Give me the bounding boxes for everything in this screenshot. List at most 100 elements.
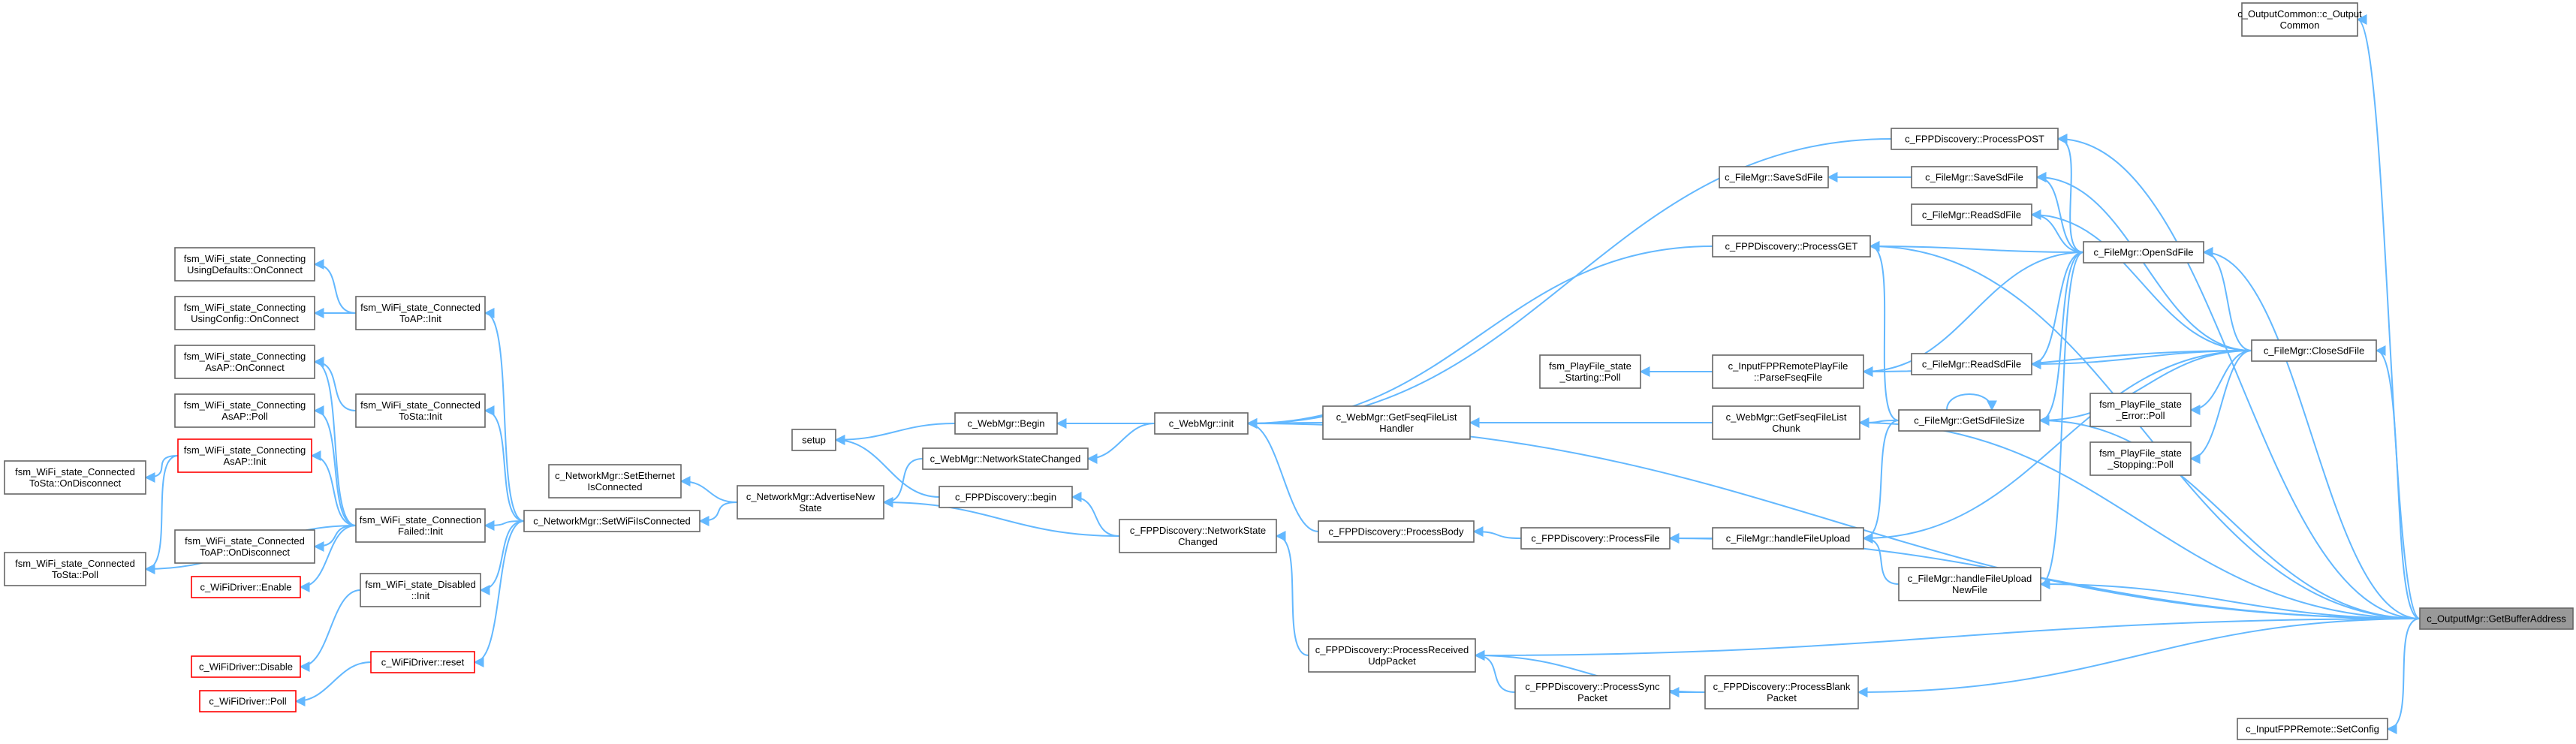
node-label-line: c_InputFPPRemotePlayFile bbox=[1728, 360, 1848, 372]
node-startingpoll[interactable]: fsm_PlayFile_state_Starting::Poll bbox=[1539, 354, 1641, 389]
node-netstatechanged[interactable]: c_WebMgr::NetworkStateChanged bbox=[922, 447, 1089, 470]
edge-n_disabledinit-to-n_setwifi bbox=[479, 520, 525, 595]
node-label-line: Packet bbox=[1577, 692, 1607, 703]
node-setwifi[interactable]: c_NetworkMgr::SetWiFiIsConnected bbox=[523, 510, 700, 532]
node-box bbox=[177, 438, 312, 473]
node-playerror[interactable]: fsm_PlayFile_state_Error::Poll bbox=[2089, 393, 2192, 427]
edge-n_processbody-to-n_processfile bbox=[1472, 526, 1522, 539]
node-handlefileupload[interactable]: c_FileMgr::handleFileUpload bbox=[1712, 527, 1864, 550]
node-label-line: c_NetworkMgr::SetEthernet bbox=[555, 470, 675, 481]
edge-n_processpost-to-n_getbufferaddress bbox=[2056, 134, 2421, 619]
node-savesdfile1[interactable]: c_FileMgr::SaveSdFile bbox=[1719, 166, 1829, 188]
node-readsdfile2[interactable]: c_FileMgr::ReadSdFile bbox=[1911, 353, 2032, 375]
node-box bbox=[2089, 393, 2192, 427]
node-getbufferaddress[interactable]: c_OutputMgr::GetBufferAddress bbox=[2419, 607, 2574, 630]
node-savesdfile2[interactable]: c_FileMgr::SaveSdFile bbox=[1911, 166, 2038, 188]
node-processbody[interactable]: c_FPPDiscovery::ProcessBody bbox=[1318, 520, 1475, 543]
node-setup[interactable]: setup bbox=[791, 429, 836, 451]
node-processfile[interactable]: c_FPPDiscovery::ProcessFile bbox=[1520, 527, 1671, 550]
node-webmgrinit[interactable]: c_WebMgr::init bbox=[1154, 412, 1249, 435]
node-setconfig[interactable]: c_InputFPPRemote::SetConfig bbox=[2237, 718, 2388, 740]
edge-n_connasappoll-to-n_connfailedinit bbox=[313, 405, 357, 526]
node-label-line: State bbox=[799, 502, 821, 514]
node-box bbox=[1119, 519, 1277, 553]
nodes-layer: c_OutputCommon::c_OutputCommonc_FPPDisco… bbox=[4, 2, 2574, 740]
node-label-line: ToSta::Poll bbox=[52, 569, 98, 580]
node-label-line: c_WiFiDriver::reset bbox=[381, 657, 465, 668]
edge-n_outputcommon-to-n_getbufferaddress bbox=[2356, 14, 2421, 619]
node-box bbox=[2419, 607, 2574, 630]
node-webmgrbegin[interactable]: c_WebMgr::Begin bbox=[954, 412, 1058, 435]
node-fppbegin[interactable]: c_FPPDiscovery::begin bbox=[939, 486, 1073, 508]
node-processpost[interactable]: c_FPPDiscovery::ProcessPOST bbox=[1891, 128, 2059, 150]
node-wifipoll[interactable]: c_WiFiDriver::Poll bbox=[199, 690, 297, 712]
node-processget[interactable]: c_FPPDiscovery::ProcessGET bbox=[1712, 235, 1871, 258]
edge-n_handlefileupload-to-n_getsdfilesize bbox=[1862, 420, 1900, 544]
node-box bbox=[1704, 675, 1859, 709]
node-box bbox=[1322, 405, 1471, 440]
node-label-line: c_FPPDiscovery::ProcessReceived bbox=[1315, 644, 1469, 655]
node-readsdfile1[interactable]: c_FileMgr::ReadSdFile bbox=[1911, 203, 2032, 226]
edge-n_connasaponconnect-to-n_connectedtostainit bbox=[313, 357, 357, 411]
node-box bbox=[1712, 235, 1871, 258]
edge-n_handlenewfile-to-n_getbufferaddress bbox=[2039, 579, 2421, 619]
node-label-line: fsm_WiFi_state_Connection bbox=[360, 514, 482, 526]
node-wifidisable[interactable]: c_WiFiDriver::Disable bbox=[191, 655, 301, 678]
node-label-line: c_FPPDiscovery::begin bbox=[955, 492, 1056, 503]
edge-n_connasaponconnect-to-n_connfailedinit bbox=[313, 357, 357, 526]
node-toapdisconnect[interactable]: fsm_WiFi_state_ConnectedToAP::OnDisconne… bbox=[174, 529, 315, 564]
node-disabledinit[interactable]: fsm_WiFi_state_Disabled::Init bbox=[360, 573, 481, 607]
edge-n_webmgrinit-to-n_processget bbox=[1246, 245, 1713, 429]
edge-n_processget-to-n_getsdfilesize bbox=[1869, 241, 1900, 421]
node-getsdfilesize[interactable]: c_FileMgr::GetSdFileSize bbox=[1898, 409, 2041, 432]
edge-n_getsdfilesize-to-n_getbufferaddress bbox=[2038, 415, 2421, 619]
edge-n_wifienable-to-n_connfailedinit bbox=[299, 525, 357, 592]
edge-n_stadisconnect-to-n_connasapinit bbox=[144, 455, 179, 483]
node-wifireset[interactable]: c_WiFiDriver::reset bbox=[370, 651, 475, 673]
node-stadisconnect[interactable]: fsm_WiFi_state_ConnectedToSta::OnDisconn… bbox=[4, 460, 146, 495]
node-box bbox=[1318, 520, 1475, 543]
node-box bbox=[1154, 412, 1249, 435]
node-stoppingpoll[interactable]: fsm_PlayFile_state_Stopping::Poll bbox=[2089, 441, 2192, 476]
node-fppnetstate[interactable]: c_FPPDiscovery::NetworkStateChanged bbox=[1119, 519, 1277, 553]
node-parsefseq[interactable]: c_InputFPPRemotePlayFile::ParseFseqFile bbox=[1712, 354, 1864, 389]
node-label-line: fsm_WiFi_state_Connecting bbox=[184, 399, 306, 411]
node-box bbox=[1712, 405, 1860, 440]
edge-n_processreceived-to-n_processsync bbox=[1474, 650, 1516, 693]
edge-n_wifireset-to-n_setwifi bbox=[473, 520, 525, 667]
node-label-line: ::ParseFseqFile bbox=[1754, 372, 1822, 383]
node-label-line: c_WebMgr::Begin bbox=[967, 418, 1044, 429]
node-wifienable[interactable]: c_WiFiDriver::Enable bbox=[191, 576, 301, 598]
node-label-line: fsm_WiFi_state_Connected bbox=[360, 302, 481, 313]
node-box bbox=[791, 429, 836, 451]
edge-n_savesdfile2-to-n_opensdfile bbox=[2035, 172, 2084, 253]
node-label-line: Failed::Init bbox=[398, 526, 443, 537]
node-outputcommon[interactable]: c_OutputCommon::c_OutputCommon bbox=[2237, 2, 2362, 37]
node-label-line: c_WebMgr::init bbox=[1169, 418, 1234, 429]
node-connusingdefaults[interactable]: fsm_WiFi_state_ConnectingUsingDefaults::… bbox=[174, 247, 315, 282]
node-closesdfile[interactable]: c_FileMgr::CloseSdFile bbox=[2251, 339, 2377, 362]
node-label-line: UdpPacket bbox=[1368, 655, 1416, 667]
node-label-line: c_WebMgr::GetFseqFileList bbox=[1726, 411, 1847, 423]
node-connusingconfig[interactable]: fsm_WiFi_state_ConnectingUsingConfig::On… bbox=[174, 296, 315, 330]
node-box bbox=[1911, 203, 2032, 226]
node-opensdfile[interactable]: c_FileMgr::OpenSdFile bbox=[2083, 241, 2204, 264]
node-label-line: fsm_WiFi_state_Connected bbox=[360, 399, 481, 411]
node-box bbox=[191, 655, 301, 678]
edge-getsdfilesize-self-loop bbox=[1946, 393, 1997, 411]
